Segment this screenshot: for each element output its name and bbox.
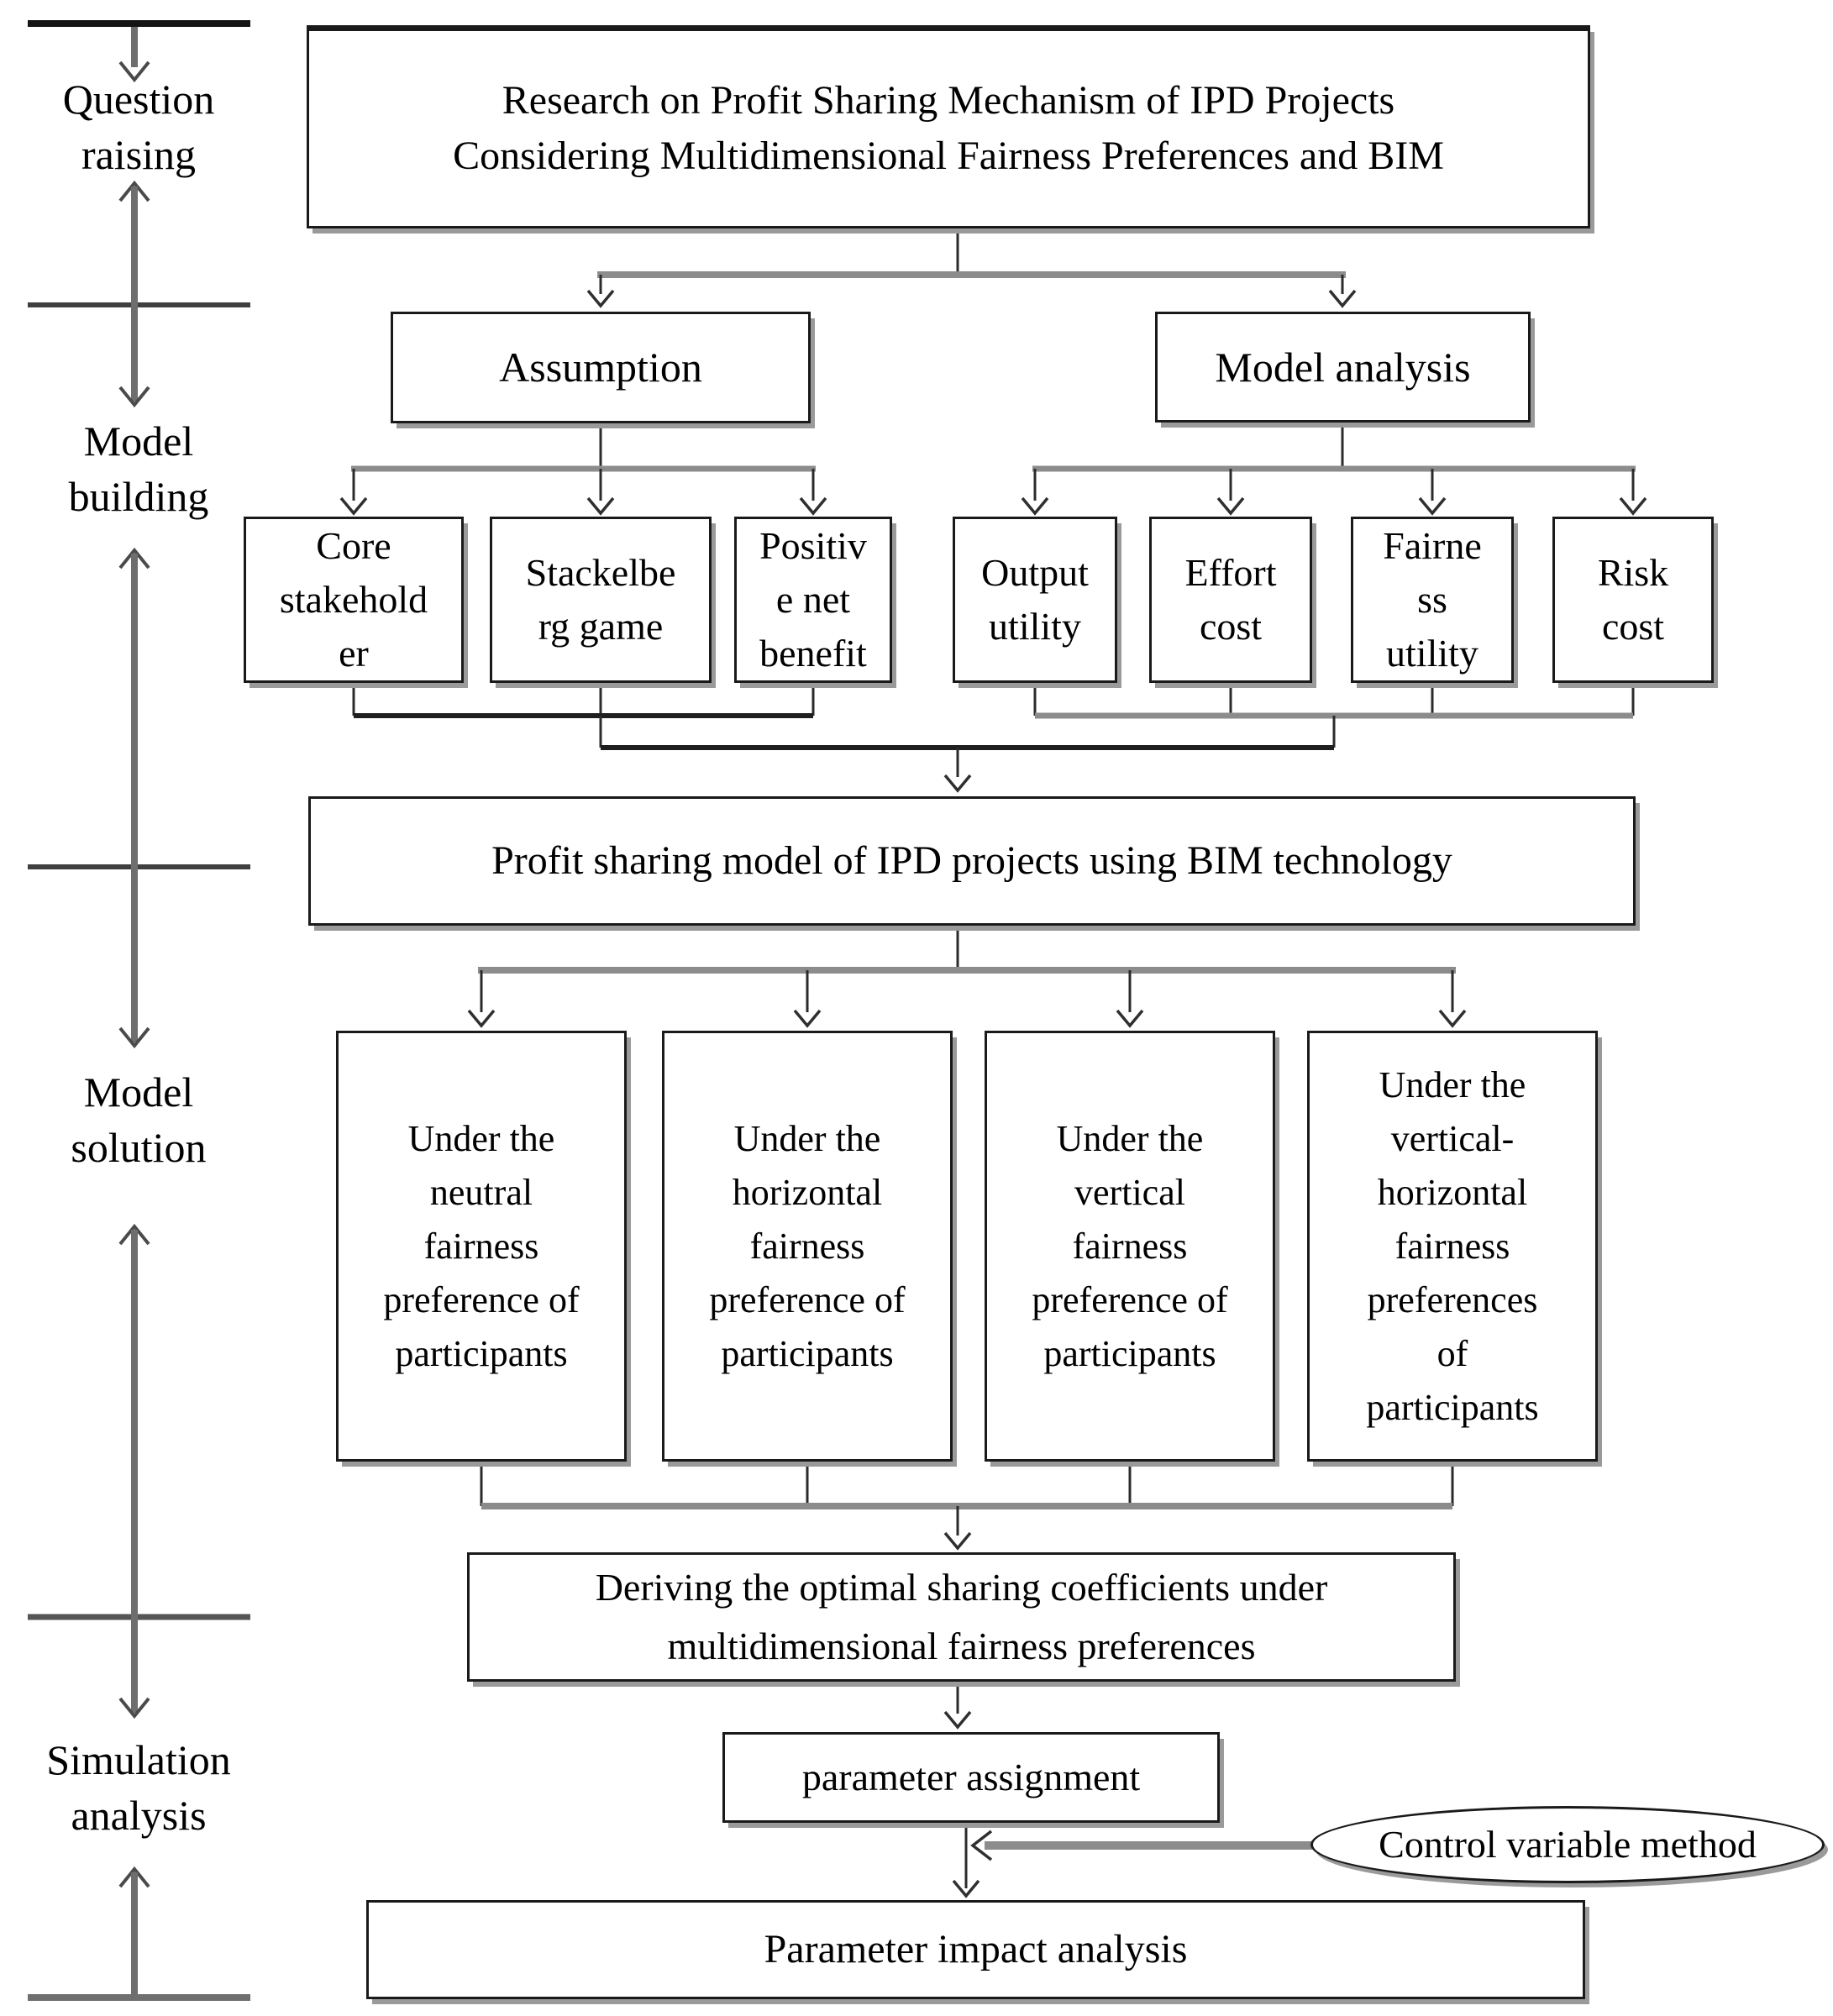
rail-arrow-3-head-up — [118, 1223, 150, 1246]
horizontal-fairness-case-node: Under the horizontal fairness preference… — [662, 1031, 953, 1462]
stage-model-building: Model building — [68, 417, 209, 520]
arrowhead-risk — [1619, 496, 1647, 516]
arrowhead-param — [943, 1710, 972, 1730]
risk-cost-node: Risk cost — [1552, 517, 1714, 683]
research-title-node: Research on Profit Sharing Mechanism of … — [307, 25, 1590, 228]
control-variable-method-node: Control variable method — [1310, 1806, 1825, 1883]
arrowhead-case1 — [467, 1009, 496, 1028]
effort-cost-node: Effort cost — [1149, 517, 1312, 683]
parameter-impact-analysis-node: Parameter impact analysis — [366, 1900, 1585, 1999]
output-utility-node: Output utility — [953, 517, 1117, 683]
arrowhead-output — [1021, 496, 1049, 516]
rail-arrow-1-head-down — [118, 386, 150, 408]
stage-question-raising: Question raising — [62, 76, 215, 178]
fairness-utility-node: Fairne ss utility — [1351, 517, 1514, 683]
vertical-fairness-case-node: Under the vertical fairness preference o… — [985, 1031, 1275, 1462]
arrowhead-fairness — [1418, 496, 1447, 516]
arrowhead-case4 — [1438, 1009, 1467, 1028]
arrowhead-case2 — [793, 1009, 822, 1028]
stackelberg-game-node: Stackelbe rg game — [490, 517, 712, 683]
arrowhead-control-left — [970, 1830, 993, 1861]
arrowhead-impact — [952, 1879, 980, 1898]
stage-model-solution: Model solution — [71, 1068, 207, 1171]
arrowhead-positive — [799, 496, 827, 516]
profit-sharing-model-node: Profit sharing model of IPD projects usi… — [308, 796, 1636, 926]
rail-arrow-0-head-down — [118, 60, 150, 83]
assumption-node: Assumption — [391, 312, 811, 423]
rail-arrow-3-head-down — [118, 1697, 150, 1719]
arrowhead-analysis — [1328, 289, 1357, 308]
stage-rail — [28, 20, 250, 2001]
core-stakeholder-node: Core stakehold er — [244, 517, 464, 683]
rail-arrow-2-head-up — [118, 547, 150, 570]
vertical-horizontal-fairness-case-node: Under the vertical- horizontal fairness … — [1307, 1031, 1598, 1462]
flow-connectors — [339, 228, 1647, 1898]
rail-arrow-1-head-up — [118, 180, 150, 202]
parameter-assignment-node: parameter assignment — [722, 1732, 1220, 1823]
arrowhead-assumption — [586, 289, 615, 308]
arrowhead-case3 — [1116, 1009, 1144, 1028]
positive-net-benefit-node: Positiv e net benefit — [734, 517, 892, 683]
deriving-coefficients-node: Deriving the optimal sharing coefficient… — [467, 1552, 1456, 1682]
arrowhead-effort — [1216, 496, 1245, 516]
neutral-fairness-case-node: Under the neutral fairness preference of… — [336, 1031, 627, 1462]
model-analysis-node: Model analysis — [1155, 312, 1531, 423]
rail-arrow-2-head-down — [118, 1026, 150, 1049]
rail-arrow-4-head-up — [118, 1866, 150, 1888]
arrowhead-profit — [943, 774, 972, 793]
arrowhead-core — [339, 496, 368, 516]
arrowhead-stackelberg — [586, 496, 615, 516]
arrowhead-deriving — [943, 1531, 972, 1551]
stage-simulation-analysis: Simulation analysis — [46, 1736, 231, 1839]
